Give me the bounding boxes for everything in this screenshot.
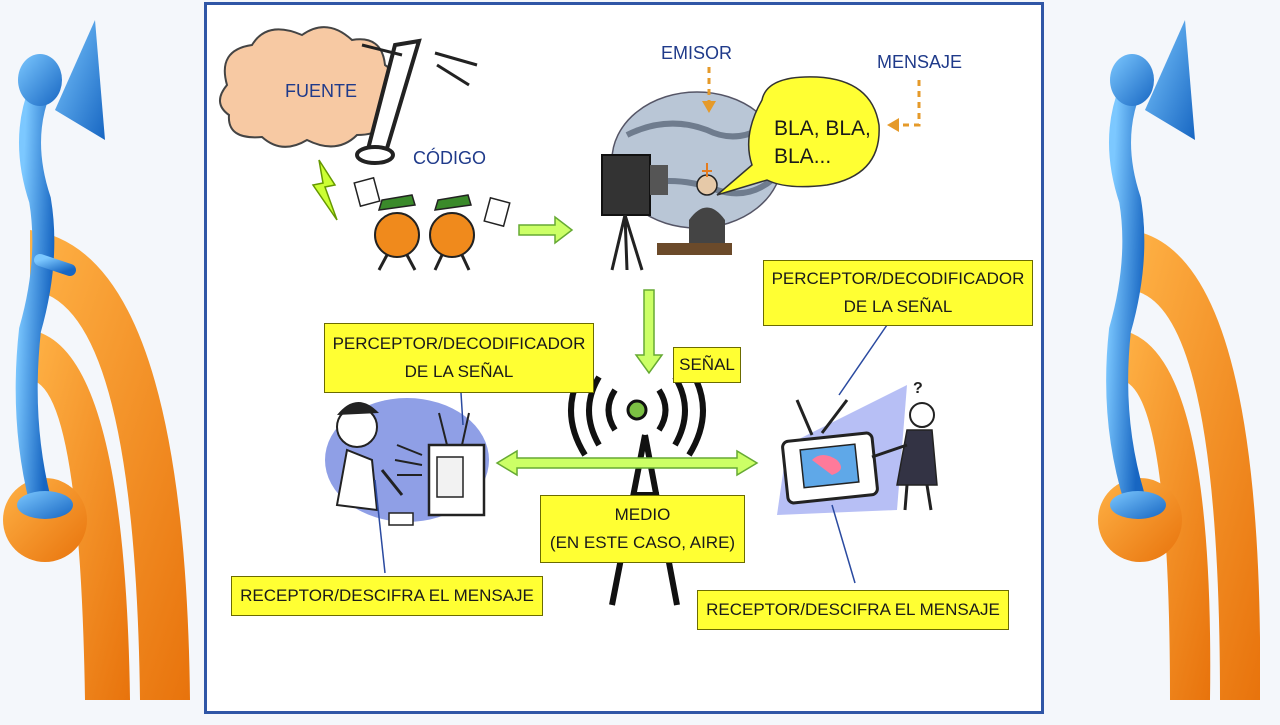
speech-line-1: BLA, BLA,	[774, 117, 871, 140]
arrow-down-icon	[634, 289, 664, 375]
presenter-icon	[657, 163, 732, 255]
speech-bubble-text: BLA, BLA, BLA...	[774, 115, 871, 171]
communication-diagram: ? FUENTE CÓDIGO EMISOR MENSAJE BLA, BLA,…	[204, 2, 1044, 714]
receiver-left-box: RECEPTOR/DESCIFRA EL MENSAJE	[231, 576, 543, 616]
perceptor-right-line2: DE LA SEÑAL	[843, 297, 953, 316]
broadcast-antenna-icon	[568, 365, 706, 606]
double-arrow-icon	[495, 449, 759, 477]
perceptor-left-box: PERCEPTOR/DECODIFICADOR DE LA SEÑAL	[324, 323, 594, 393]
emitter-label: EMISOR	[661, 43, 733, 63]
leader-lines	[374, 324, 888, 584]
left-decoration	[0, 0, 200, 720]
arrow-right-icon	[518, 215, 574, 245]
speech-bubble-icon	[716, 76, 880, 196]
lightning-icon	[311, 159, 338, 221]
signal-label: SEÑAL	[679, 355, 735, 374]
code-characters-icon	[353, 176, 511, 271]
speech-line-2: BLA...	[774, 145, 832, 168]
perceptor-right-box: PERCEPTOR/DECODIFICADOR DE LA SEÑAL	[763, 260, 1033, 326]
confused-person-icon: ?	[871, 380, 938, 511]
message-label: MENSAJE	[877, 52, 963, 72]
receiver-left-scene	[325, 398, 489, 526]
pencil-icon	[355, 38, 478, 165]
code-label: CÓDIGO	[413, 148, 487, 168]
receiver-right-label: RECEPTOR/DESCIFRA EL MENSAJE	[706, 600, 1000, 619]
source-label: FUENTE	[285, 81, 357, 101]
svg-text:?: ?	[913, 380, 923, 397]
receiver-left-label: RECEPTOR/DESCIFRA EL MENSAJE	[240, 586, 534, 605]
perceptor-right-line1: PERCEPTOR/DECODIFICADOR	[771, 269, 1025, 288]
tv-camera-icon	[601, 154, 668, 271]
rss-speaker-icon	[1098, 20, 1261, 700]
receiver-right-box: RECEPTOR/DESCIFRA EL MENSAJE	[697, 590, 1009, 630]
perceptor-left-line1: PERCEPTOR/DECODIFICADOR	[332, 334, 586, 353]
diagram-artwork: ?	[219, 26, 938, 606]
right-decoration	[1060, 0, 1261, 720]
rss-speaker-icon	[3, 20, 190, 700]
medium-box: MEDIO (EN ESTE CASO, AIRE)	[540, 495, 745, 563]
signal-box: SEÑAL	[673, 347, 741, 383]
dashed-arrows	[702, 67, 921, 132]
perceptor-left-line2: DE LA SEÑAL	[404, 362, 514, 381]
medium-line2: (EN ESTE CASO, AIRE)	[549, 533, 736, 552]
medium-line1: MEDIO	[614, 505, 671, 524]
television-icon	[777, 385, 907, 515]
